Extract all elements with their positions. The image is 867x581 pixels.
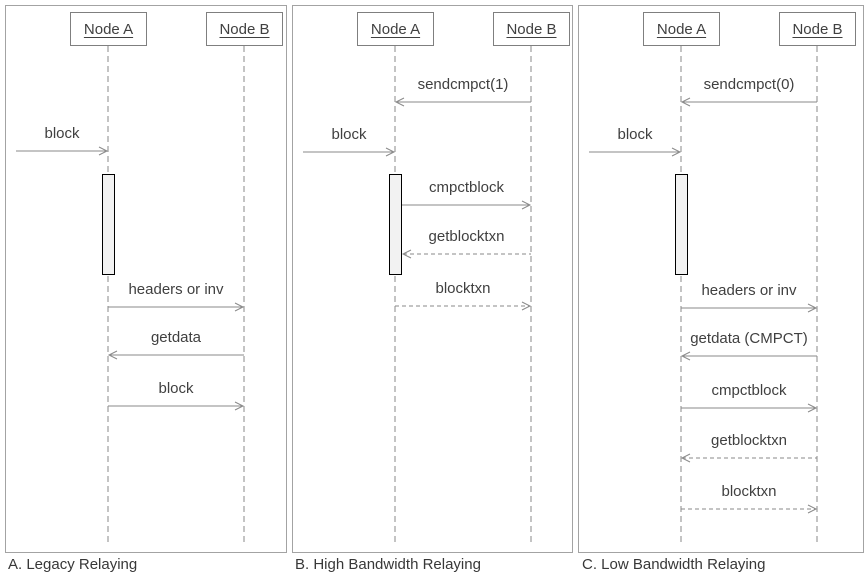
message-blocktxn: blocktxn — [395, 280, 532, 311]
node-a-label: Node A — [656, 20, 707, 38]
message-sendcmpct-0: sendcmpct(0) — [680, 76, 817, 107]
node-b-label: Node B — [219, 20, 270, 38]
node-b-label: Node B — [506, 20, 557, 38]
node-a-box: Node A — [643, 12, 720, 46]
message-label: sendcmpct(1) — [417, 76, 509, 93]
message-block-in: block — [16, 125, 109, 156]
lifelines — [107, 46, 245, 544]
node-b-box: Node B — [206, 12, 283, 46]
node-b-box: Node B — [779, 12, 856, 46]
node-a-label: Node A — [370, 20, 421, 38]
message-label: block — [617, 126, 653, 143]
arrow-right — [681, 403, 818, 413]
panel-b-caption: B. High Bandwidth Relaying — [295, 556, 481, 573]
arrow-right — [303, 147, 396, 157]
arrow-right — [681, 303, 818, 313]
message-label: block — [158, 380, 194, 397]
lifelines — [680, 46, 818, 544]
arrow-left — [680, 351, 817, 361]
message-label: cmpctblock — [711, 382, 787, 399]
message-cmpctblock: cmpctblock — [681, 382, 818, 413]
message-label: blocktxn — [721, 483, 777, 500]
message-label: block — [331, 126, 367, 143]
lifelines — [394, 46, 532, 544]
message-label: getdata — [150, 329, 202, 346]
message-cmpctblock: cmpctblock — [402, 179, 532, 210]
arrow-right — [16, 146, 109, 156]
arrow-right — [108, 302, 245, 312]
activation-bar — [389, 174, 402, 275]
message-label: sendcmpct(0) — [703, 76, 795, 93]
arrow-right-dashed — [395, 301, 532, 311]
activation-bar — [675, 174, 688, 275]
node-b-box: Node B — [493, 12, 570, 46]
message-blocktxn: blocktxn — [681, 483, 818, 514]
panel-legacy-relaying: Node A Node B block headers or inv getda… — [5, 5, 287, 553]
arrow-left — [107, 350, 244, 360]
message-block-in: block — [589, 126, 682, 157]
node-a-label: Node A — [83, 20, 134, 38]
arrow-left — [680, 97, 817, 107]
panel-low-bandwidth-relaying: Node A Node B sendcmpct(0) block headers… — [578, 5, 864, 553]
message-label: getblocktxn — [711, 432, 787, 449]
message-headers-or-inv: headers or inv — [681, 282, 818, 313]
arrow-right — [108, 401, 245, 411]
arrow-right — [589, 147, 682, 157]
message-label: getblocktxn — [428, 228, 505, 245]
message-getblocktxn: getblocktxn — [680, 432, 817, 463]
message-label: headers or inv — [128, 281, 224, 298]
message-label: cmpctblock — [428, 179, 505, 196]
panel-a-caption: A. Legacy Relaying — [8, 556, 138, 573]
message-getdata-cmpct: getdata (CMPCT) — [680, 330, 817, 361]
message-block-in: block — [303, 126, 396, 157]
message-label: blocktxn — [435, 280, 491, 297]
node-a-box: Node A — [70, 12, 147, 46]
message-getdata: getdata — [107, 329, 244, 360]
arrow-left-dashed — [680, 453, 817, 463]
panel-high-bandwidth-relaying: Node A Node B sendcmpct(1) block cmpctbl… — [292, 5, 573, 553]
message-sendcmpct-1: sendcmpct(1) — [394, 76, 531, 107]
arrow-right — [402, 200, 532, 210]
message-getblocktxn: getblocktxn — [401, 228, 531, 259]
arrow-right-dashed — [681, 504, 818, 514]
node-b-label: Node B — [792, 20, 843, 38]
panel-c-caption: C. Low Bandwidth Relaying — [582, 556, 766, 573]
node-a-box: Node A — [357, 12, 434, 46]
message-headers-or-inv: headers or inv — [108, 281, 245, 312]
message-label: getdata (CMPCT) — [690, 330, 808, 347]
message-label: block — [44, 125, 80, 142]
message-label: headers or inv — [701, 282, 797, 299]
arrow-left — [394, 97, 531, 107]
message-block-relay: block — [108, 380, 245, 411]
activation-bar — [102, 174, 115, 275]
arrow-left-dashed — [401, 249, 531, 259]
